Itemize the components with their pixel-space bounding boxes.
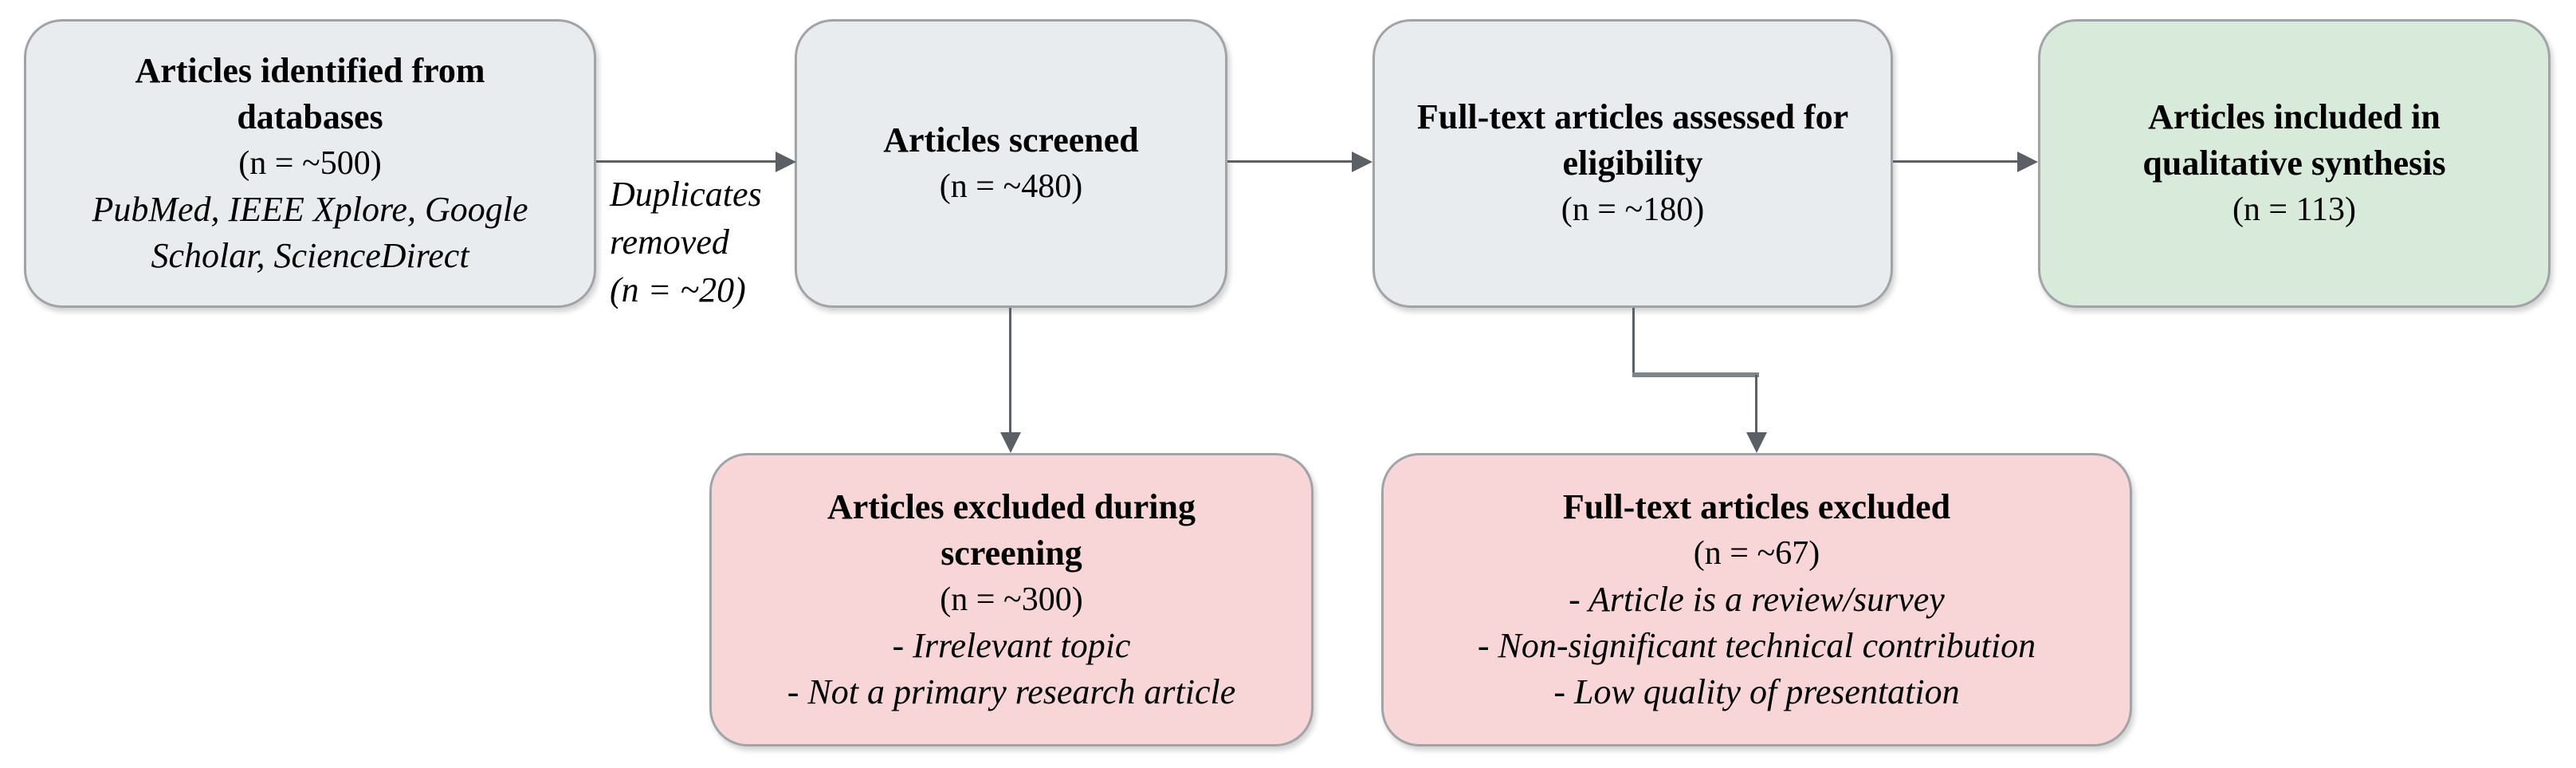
box-fulltext-assessed: Full-text articles assessed for eligibil… — [1372, 19, 1893, 308]
arrow-line-segment — [1755, 375, 1757, 434]
exclusion-reason: - Not a primary research article — [787, 672, 1236, 711]
box-title: Articles excluded during screening — [827, 487, 1196, 573]
arrowhead-right-icon — [2017, 152, 2038, 172]
arrowhead-right-icon — [776, 152, 796, 172]
box-count: (n = ~180) — [1561, 191, 1705, 228]
box-title: Articles included in qualitative synthes… — [2142, 97, 2446, 183]
edge-label-count: (n = ~20) — [610, 270, 746, 309]
box-note-databases: PubMed, IEEE Xplore, Google Scholar, Sci… — [92, 190, 528, 275]
arrowhead-down-icon — [1000, 432, 1021, 453]
arrow-line-segment — [1632, 372, 1759, 377]
exclusion-reason: - Non-significant technical contribution — [1477, 626, 2036, 665]
box-fulltext-excluded: Full-text articles excluded (n = ~67) - … — [1381, 453, 2132, 746]
box-count: (n = ~480) — [939, 168, 1083, 205]
box-count: (n = 113) — [2232, 191, 2357, 228]
box-articles-screened: Articles screened (n = ~480) — [795, 19, 1227, 308]
exclusion-reason: - Irrelevant topic — [892, 626, 1131, 665]
arrowhead-down-icon — [1746, 432, 1767, 453]
box-title: Articles screened — [883, 120, 1139, 160]
box-title: Full-text articles excluded — [1562, 487, 1951, 526]
box-count: (n = ~500) — [238, 145, 382, 182]
arrowhead-right-icon — [1352, 152, 1372, 172]
box-articles-identified: Articles identified from databases (n = … — [24, 19, 596, 308]
edge-label-duplicates-removed: Duplicates removed (n = ~20) — [610, 171, 813, 314]
arrow-line — [1009, 308, 1011, 434]
box-title: Full-text articles assessed for eligibil… — [1416, 97, 1849, 183]
exclusion-reason: - Low quality of presentation — [1553, 672, 1960, 711]
box-articles-included: Articles included in qualitative synthes… — [2038, 19, 2550, 308]
box-count: (n = ~300) — [940, 581, 1083, 618]
arrow-line — [1227, 160, 1353, 163]
arrow-line-segment — [1632, 308, 1635, 375]
box-count: (n = ~67) — [1693, 535, 1820, 572]
box-excluded-screening: Articles excluded during screening (n = … — [709, 453, 1314, 746]
arrow-line — [1893, 160, 2019, 163]
box-title: Articles identified from databases — [135, 51, 485, 136]
exclusion-reason: - Article is a review/survey — [1569, 580, 1945, 619]
arrow-line — [596, 160, 777, 163]
edge-label-text: Duplicates removed — [610, 175, 762, 262]
